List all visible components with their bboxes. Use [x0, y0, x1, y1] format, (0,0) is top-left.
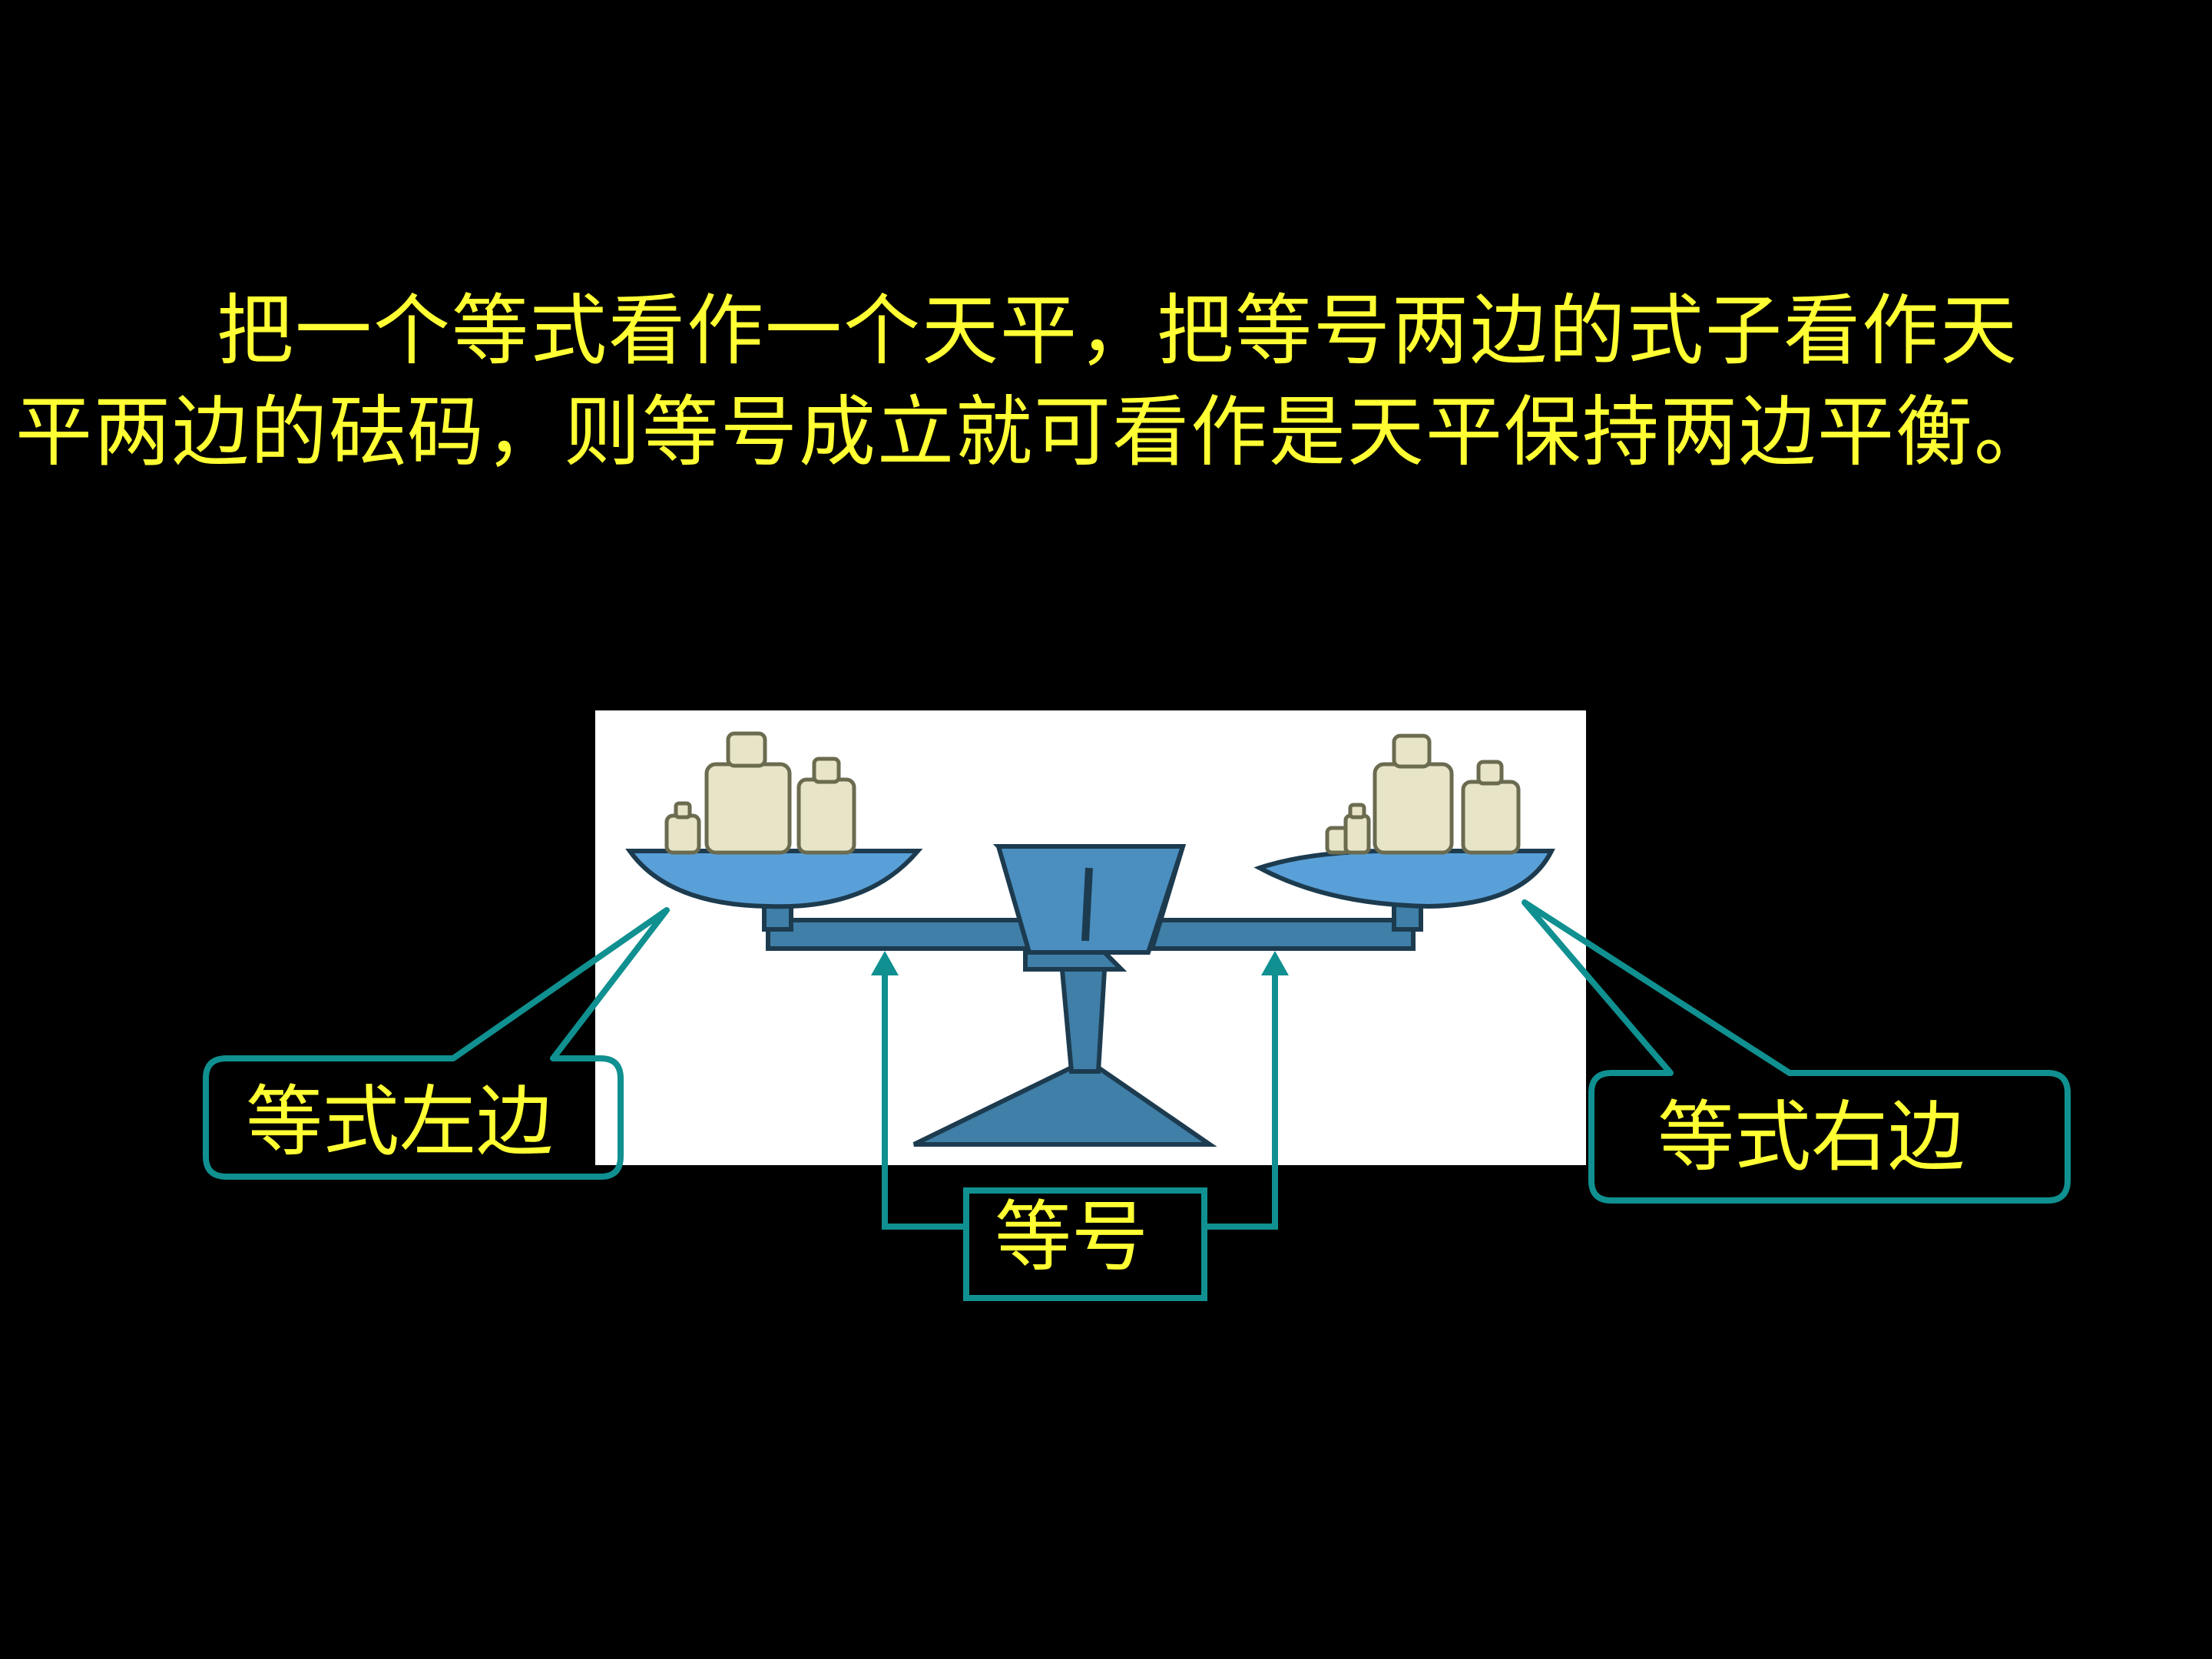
description-line-2: 平两边的砝码，则等号成立就可看作是天平保持两边平衡。	[15, 387, 2052, 477]
weight-cylinder-icon	[812, 757, 841, 784]
weight-cylinder-icon	[726, 731, 767, 768]
equal-sign-callout: 等号	[871, 951, 1289, 1301]
left-pan	[625, 849, 923, 909]
weight-cylinder-icon	[704, 762, 792, 855]
description-line-1: 把一个等式看作一个天平，把等号两边的式子看作天	[217, 286, 2018, 376]
arrow-up-icon	[871, 951, 899, 975]
weight-cylinder-icon	[1348, 803, 1366, 820]
right-callout-box	[1522, 899, 2071, 1204]
right-pan	[1253, 849, 1555, 909]
weight-cylinder-icon	[1343, 813, 1371, 855]
equal-sign-label: 等号	[995, 1192, 1148, 1282]
equal-sign-box	[963, 1187, 1207, 1301]
left-weights	[664, 731, 856, 855]
left-side-callout: 等式左边	[203, 907, 670, 1180]
weight-cylinder-icon	[1392, 733, 1432, 769]
scale-pointer	[1081, 867, 1093, 942]
balance-scale-icon	[625, 731, 1555, 1147]
right-side-callout: 等式右边	[1522, 899, 2071, 1204]
weight-cylinder-icon	[674, 801, 692, 820]
description-text: 把一个等式看作一个天平，把等号两边的式子看作天 平两边的砝码，则等号成立就可看作…	[15, 280, 2204, 483]
left-callout-box	[203, 907, 670, 1180]
weight-cylinder-icon	[1461, 780, 1521, 855]
right-side-label: 等式右边	[1657, 1092, 1965, 1182]
weight-cylinder-icon	[664, 813, 701, 855]
right-weights	[1325, 733, 1521, 855]
weight-cylinder-icon	[1373, 762, 1454, 855]
equal-sign-connector-left	[882, 960, 966, 1230]
weight-cylinder-icon	[796, 777, 856, 855]
arrow-up-icon	[1261, 951, 1289, 975]
left-side-label: 等式左边	[246, 1077, 553, 1167]
weight-cylinder-icon	[1476, 760, 1504, 786]
equal-sign-connector-right	[1204, 960, 1278, 1230]
